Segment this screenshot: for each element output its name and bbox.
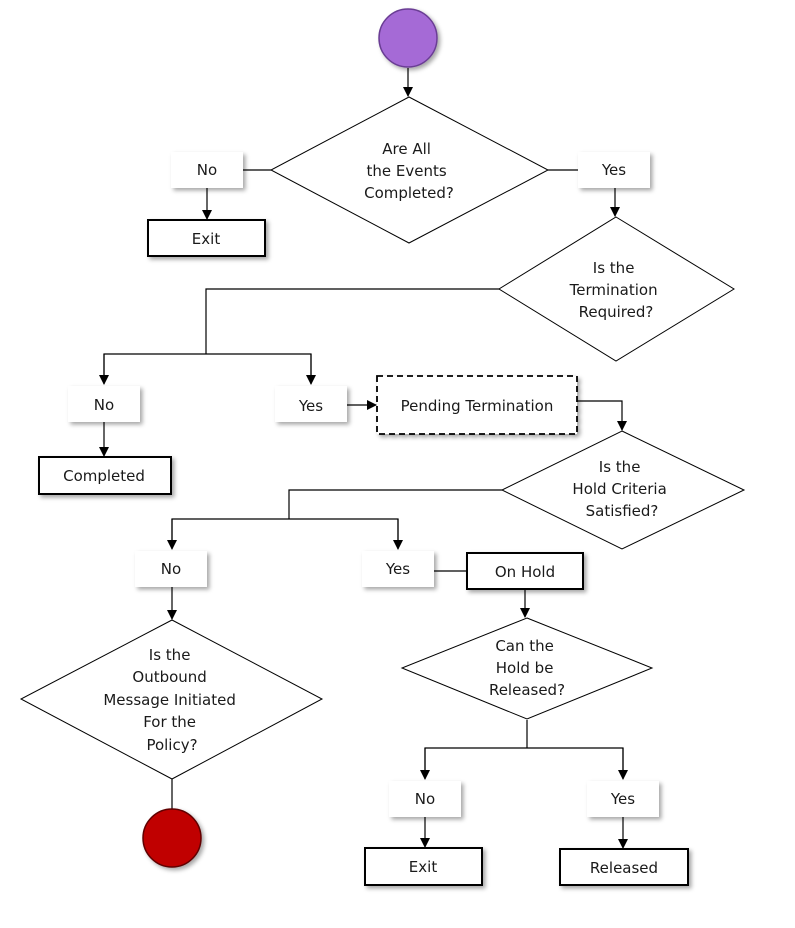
label-hold-no: No bbox=[135, 551, 207, 587]
decision-hold-line-2: Hold Criteria bbox=[572, 480, 666, 498]
decision-hold-released: Can the Hold be Released? bbox=[400, 617, 654, 720]
process-on-hold: On Hold bbox=[466, 552, 584, 590]
label-termination-no: No bbox=[68, 386, 140, 422]
label-released-yes: Yes bbox=[587, 781, 659, 817]
decision-release-line-2: Hold be bbox=[496, 659, 554, 677]
label-termination-yes-text: Yes bbox=[298, 397, 323, 415]
decision-outbound-line-3: Message Initiated bbox=[103, 691, 235, 709]
label-events-no-text: No bbox=[197, 161, 217, 179]
connector-termination-split bbox=[205, 288, 499, 354]
label-released-yes-text: Yes bbox=[610, 790, 635, 808]
svg-text:Can the Hold be Re: Can the Hold be Released? bbox=[489, 637, 565, 699]
process-exit-bottom: Exit bbox=[364, 847, 483, 886]
process-pending-termination: Pending Termination bbox=[376, 375, 578, 435]
end-node bbox=[142, 808, 202, 868]
connector-termination-to-no bbox=[103, 353, 312, 383]
decision-release-line-3: Released? bbox=[489, 681, 565, 699]
decision-outbound-line-2: Outbound bbox=[132, 668, 206, 686]
decision-hold-criteria: Is the Hold Criteria Satisfied? bbox=[500, 430, 746, 550]
process-exit-top: Exit bbox=[147, 219, 266, 257]
label-released-no: No bbox=[389, 781, 461, 817]
svg-text:Is the Hold Criteria: Is the Hold Criteria Satisfied? bbox=[572, 458, 671, 520]
svg-text:Is the Outbound Me: Is the Outbound Message Initiated For th… bbox=[103, 646, 240, 754]
start-node bbox=[378, 8, 438, 68]
decision-termination-line-3: Required? bbox=[579, 303, 654, 321]
decision-hold-line-3: Satisfied? bbox=[586, 502, 659, 520]
label-termination-no-text: No bbox=[94, 396, 114, 414]
decision-termination-line-1: Is the bbox=[593, 259, 635, 277]
connectors bbox=[99, 68, 628, 849]
label-events-yes-text: Yes bbox=[601, 161, 626, 179]
connector-release-branches bbox=[424, 747, 624, 778]
decision-termination-line-2: Termination bbox=[569, 281, 658, 299]
svg-text:Are All the Events: Are All the Events Completed? bbox=[364, 140, 454, 202]
process-exit-bottom-text: Exit bbox=[409, 858, 438, 876]
label-events-yes: Yes bbox=[578, 152, 650, 188]
decision-events-completed: Are All the Events Completed? bbox=[269, 96, 550, 244]
decision-events-line-1: Are All bbox=[382, 140, 431, 158]
label-termination-yes: Yes bbox=[275, 386, 347, 422]
label-events-no: No bbox=[171, 152, 243, 188]
label-hold-yes: Yes bbox=[362, 551, 434, 587]
decision-outbound-message: Is the Outbound Message Initiated For th… bbox=[19, 619, 324, 780]
decision-outbound-line-5: Policy? bbox=[146, 736, 197, 754]
process-on-hold-text: On Hold bbox=[495, 563, 555, 581]
connector-hold-split bbox=[288, 489, 502, 519]
decision-events-line-2: the Events bbox=[367, 162, 447, 180]
decision-outbound-line-1: Is the bbox=[149, 646, 191, 664]
decision-events-line-3: Completed? bbox=[364, 184, 454, 202]
decision-termination-required: Is the Termination Required? bbox=[498, 216, 735, 362]
svg-text:Is the Termination: Is the Termination Required? bbox=[569, 259, 663, 321]
process-released-text: Released bbox=[590, 859, 658, 877]
process-completed: Completed bbox=[38, 456, 172, 495]
label-released-no-text: No bbox=[415, 790, 435, 808]
label-hold-yes-text: Yes bbox=[385, 560, 410, 578]
process-exit-top-text: Exit bbox=[192, 230, 221, 248]
process-released: Released bbox=[559, 848, 689, 886]
label-hold-no-text: No bbox=[161, 560, 181, 578]
process-completed-text: Completed bbox=[63, 467, 145, 485]
process-pending-termination-text: Pending Termination bbox=[401, 397, 554, 415]
decision-outbound-line-4: For the bbox=[143, 713, 196, 731]
decision-release-line-1: Can the bbox=[495, 637, 554, 655]
connector-pending-to-hold bbox=[577, 400, 627, 431]
decision-hold-line-1: Is the bbox=[599, 458, 641, 476]
connector-hold-branches bbox=[171, 518, 399, 548]
